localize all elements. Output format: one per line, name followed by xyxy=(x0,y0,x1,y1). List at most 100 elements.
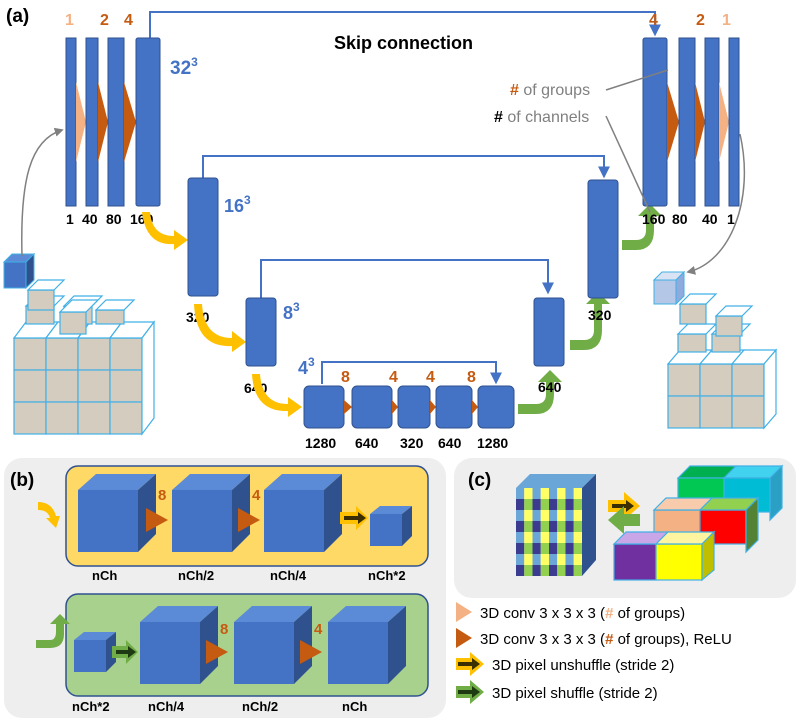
bottleneck-block-320 xyxy=(397,385,431,429)
skip-connection-label: Skip connection xyxy=(334,33,473,53)
pattern-voxel xyxy=(549,543,558,554)
enc-channel-3: 80 xyxy=(106,211,122,227)
enc-block-40ch xyxy=(85,37,99,207)
low-res-channel-cubes xyxy=(612,464,784,582)
pattern-voxel xyxy=(540,565,549,576)
bottleneck xyxy=(303,385,515,429)
decoder-cube-4 xyxy=(328,606,406,684)
enc-block-320ch xyxy=(187,177,219,297)
pixel-unshuffle-arrow xyxy=(142,212,188,250)
dec-block-640ch xyxy=(533,297,565,367)
enc-block-1ch xyxy=(65,37,77,207)
b-top-label-4: nCh*2 xyxy=(368,568,406,583)
panel-label-a: (a) xyxy=(6,6,29,27)
pattern-voxel xyxy=(557,532,566,543)
pattern-voxel xyxy=(516,510,525,521)
enc-group-1: 1 xyxy=(65,12,74,29)
pattern-voxel xyxy=(540,543,549,554)
pattern-voxel xyxy=(565,554,574,565)
pixel-shuffle-arrow xyxy=(622,204,662,250)
resolution-8: 8 xyxy=(283,303,293,323)
annot-channels-line xyxy=(605,115,651,213)
pattern-voxel xyxy=(524,521,533,532)
decoder-cube-2 xyxy=(140,606,218,684)
legend-item-2: 3D conv 3 x 3 x 3 (# of groups), ReLU xyxy=(480,631,732,648)
pattern-voxel xyxy=(524,510,533,521)
b-top-label-3: nCh/4 xyxy=(270,568,307,583)
enc-block-160ch xyxy=(135,37,161,207)
bottleneck-channel-labels: 1280 640 320 640 1280 xyxy=(305,435,508,451)
conv-triangle-light xyxy=(719,82,729,162)
shuffle-arrows xyxy=(608,492,640,534)
bottleneck-ch-3: 320 xyxy=(400,435,424,451)
enc-group-2: 2 xyxy=(100,12,109,29)
pixel-shuffle-arrow xyxy=(518,370,562,414)
b-bottom-label-4: nCh xyxy=(342,699,367,714)
b-bottom-label-3: nCh/2 xyxy=(242,699,278,714)
annot-channels-hash: # xyxy=(494,109,503,126)
pattern-voxel xyxy=(540,521,549,532)
pattern-voxel xyxy=(516,499,525,510)
bottleneck-ch-5: 1280 xyxy=(477,435,508,451)
annot-groups-hash: # xyxy=(510,82,519,99)
dec-channel-640: 640 xyxy=(538,379,562,395)
skip-connection-level4 xyxy=(321,361,502,385)
pattern-voxel xyxy=(516,532,525,543)
pattern-voxel xyxy=(573,554,582,565)
conv-relu-triangle xyxy=(300,640,322,664)
annot-groups-line xyxy=(605,69,669,91)
output-arrow xyxy=(686,133,746,275)
conv-relu-triangle xyxy=(344,400,352,414)
resolution-exp: 3 xyxy=(293,300,300,314)
conv-relu-triangle xyxy=(206,640,228,664)
dec-channel-4: 1 xyxy=(727,211,735,227)
b-bottom-labels: nCh*2 nCh/4 nCh/2 nCh xyxy=(72,699,367,714)
output-voxel-grid xyxy=(666,293,778,430)
legend-icon-conv-relu xyxy=(456,628,472,648)
dec-channel-320: 320 xyxy=(588,307,612,323)
decoder-input-arrow xyxy=(36,614,70,648)
pattern-voxel xyxy=(557,521,566,532)
pattern-voxel xyxy=(516,554,525,565)
conv-relu-triangle xyxy=(124,82,136,162)
pattern-voxel xyxy=(532,543,541,554)
annotation-groups: # of groups # of channels xyxy=(494,69,669,213)
dec-block-160ch xyxy=(642,37,668,207)
annot-channels-text: of channels xyxy=(503,109,589,126)
encoder-cube-3 xyxy=(264,474,342,552)
conv-relu-triangle xyxy=(667,82,679,162)
svg-text:43: 43 xyxy=(298,355,315,378)
bottleneck-group-2: 4 xyxy=(389,369,398,386)
pixel-shuffle-icon xyxy=(112,640,138,664)
bottleneck-ch-4: 640 xyxy=(438,435,462,451)
pattern-voxel xyxy=(540,488,549,499)
pattern-voxel xyxy=(549,565,558,576)
dec-block-1ch xyxy=(728,37,740,207)
resolution-exp: 3 xyxy=(244,193,251,207)
bottleneck-group-1: 8 xyxy=(341,369,350,386)
enc-channel-labels: 1 40 80 160 xyxy=(66,211,154,227)
conv-relu-triangle xyxy=(695,82,705,162)
svg-text:323: 323 xyxy=(170,55,198,79)
pattern-voxel xyxy=(540,532,549,543)
conv-relu-triangle xyxy=(98,82,108,162)
pattern-voxel xyxy=(540,499,549,510)
enc-channel-2: 40 xyxy=(82,211,98,227)
pattern-voxel xyxy=(549,510,558,521)
decoder-cube-1 xyxy=(74,632,116,672)
pattern-voxel xyxy=(573,521,582,532)
pattern-voxel xyxy=(532,488,541,499)
pixel-unshuffle-icon xyxy=(340,506,368,530)
legend-item-4: 3D pixel shuffle (stride 2) xyxy=(492,685,658,702)
input-voxel-grid xyxy=(12,279,156,436)
pattern-voxel xyxy=(565,521,574,532)
b-top-labels: nCh nCh/2 nCh/4 nCh*2 xyxy=(92,568,406,583)
conv-triangle-light xyxy=(76,82,86,162)
pattern-voxel xyxy=(532,554,541,565)
dec-channel-labels: 160 80 40 1 xyxy=(642,211,735,227)
annot-groups-text: of groups xyxy=(519,82,590,99)
bottleneck-block-640b xyxy=(435,385,473,429)
pattern-voxel xyxy=(573,532,582,543)
